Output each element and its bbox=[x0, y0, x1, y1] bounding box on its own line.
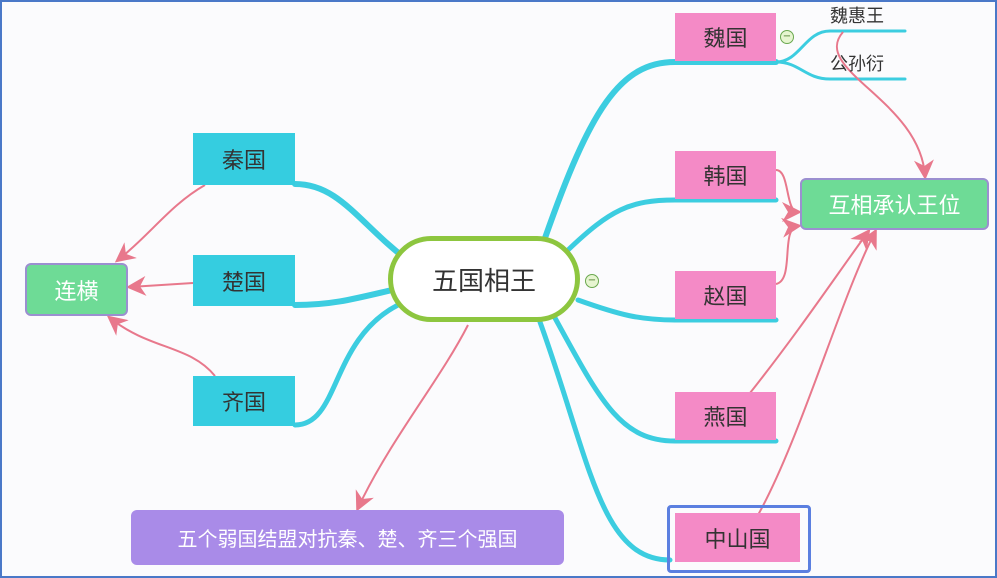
topic-zhongshan-label: 中山国 bbox=[704, 527, 771, 553]
branch-yan bbox=[552, 315, 779, 444]
summary-lianheng-label: 连横 bbox=[54, 279, 99, 305]
subtopic-weihuiwang[interactable]: 魏惠王 bbox=[830, 6, 884, 27]
subtopic-gongsunyan[interactable]: 公孙衍 bbox=[830, 54, 884, 75]
topic-chu[interactable]: 楚国 bbox=[193, 255, 295, 306]
topic-qi[interactable]: 齐国 bbox=[193, 376, 295, 426]
arrow-zhongshan-mutual bbox=[757, 228, 877, 516]
arrow-center-note bbox=[355, 324, 469, 512]
topic-yan[interactable]: 燕国 bbox=[675, 392, 776, 443]
topic-yan-label: 燕国 bbox=[703, 406, 748, 431]
branch-wei bbox=[542, 59, 779, 241]
topic-qi-label: 齐国 bbox=[221, 391, 266, 416]
collapse-center-icon[interactable]: − bbox=[585, 274, 599, 288]
note-callout[interactable]: 五个弱国结盟对抗秦、楚、齐三个强国 bbox=[131, 510, 564, 565]
branch-qi bbox=[292, 302, 401, 428]
topic-qin[interactable]: 秦国 bbox=[193, 133, 295, 185]
note-callout-label: 五个弱国结盟对抗秦、楚、齐三个强国 bbox=[177, 527, 518, 551]
summary-mutual-label: 互相承认王位 bbox=[828, 194, 961, 219]
branch-gongsunyan bbox=[774, 60, 907, 81]
arrow-chu-lianheng bbox=[126, 276, 194, 296]
arrow-qin-lianheng bbox=[114, 184, 206, 263]
topic-zhao-label: 赵国 bbox=[703, 285, 748, 310]
arrow-qi-lianheng bbox=[106, 315, 216, 377]
central-topic-label: 五国相王 bbox=[431, 266, 536, 297]
arrow-yan-mutual bbox=[749, 228, 871, 394]
selection-outline bbox=[667, 505, 811, 573]
branch-zhao bbox=[575, 297, 779, 323]
topic-chu-label: 楚国 bbox=[221, 270, 266, 296]
branch-chu bbox=[292, 287, 395, 308]
topic-wei-label: 魏国 bbox=[703, 27, 748, 52]
topic-wei[interactable]: 魏国 bbox=[675, 13, 776, 64]
topic-zhongshan[interactable]: 中山国 bbox=[675, 513, 800, 562]
branch-han bbox=[565, 197, 779, 253]
topic-han[interactable]: 韩国 bbox=[675, 151, 776, 202]
branch-weihuiwang bbox=[774, 29, 907, 64]
collapse-wei-icon[interactable]: − bbox=[780, 30, 794, 44]
branch-zhongshan bbox=[537, 319, 673, 563]
topic-qin-label: 秦国 bbox=[221, 149, 266, 174]
branch-qin bbox=[292, 181, 413, 265]
arrow-weihuiwang-mutual bbox=[835, 31, 934, 180]
summary-lianheng[interactable]: 连横 bbox=[25, 263, 128, 316]
central-topic[interactable]: 五国相王 bbox=[388, 236, 580, 322]
arrow-zhao-mutual bbox=[775, 217, 802, 285]
summary-mutual-recognition[interactable]: 互相承认王位 bbox=[800, 178, 989, 230]
topic-han-label: 韩国 bbox=[703, 165, 748, 190]
arrow-han-mutual bbox=[775, 169, 802, 222]
topic-zhao[interactable]: 赵国 bbox=[675, 271, 776, 322]
